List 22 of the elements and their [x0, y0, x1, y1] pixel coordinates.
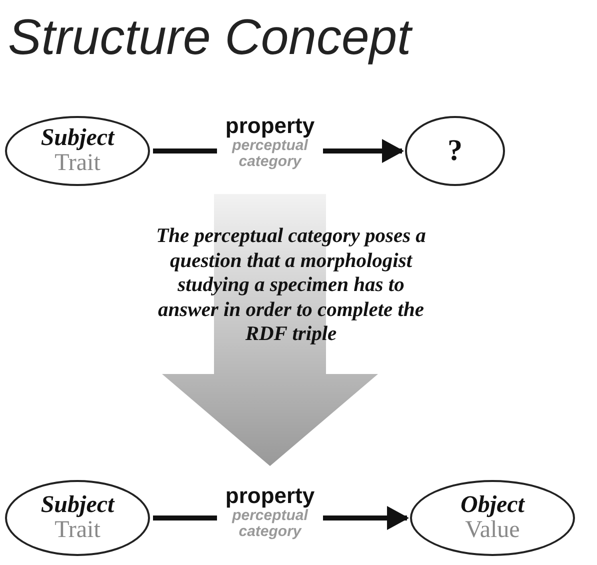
title: Structure Concept [8, 8, 411, 66]
ellipse-node [5, 480, 150, 556]
ellipse-node [5, 116, 150, 186]
node-subtitle: Trait [54, 151, 100, 176]
node-title: property [225, 114, 315, 138]
connector-line [153, 516, 217, 520]
block-arrow [162, 194, 378, 466]
ellipse-node [405, 116, 505, 186]
node-subtitle: Value [465, 518, 520, 544]
node-subtitle: Trait [54, 518, 100, 544]
ellipse-node [410, 480, 575, 556]
node-title: Subject [40, 492, 114, 518]
arrow [323, 139, 404, 163]
arrow [323, 506, 409, 530]
annotation-text: The perceptual category poses a question that a morphologist studying a specimen has to answer in order to complete the RDF triple [155, 224, 427, 347]
node-title: Object [460, 492, 524, 518]
node-subtitle: perceptual category [232, 138, 308, 170]
node-title: Subject [40, 126, 114, 151]
node-subtitle: perceptual category [232, 508, 308, 540]
node-title: property [225, 484, 315, 508]
node-title: ? [448, 135, 462, 167]
connector-line [153, 148, 217, 154]
